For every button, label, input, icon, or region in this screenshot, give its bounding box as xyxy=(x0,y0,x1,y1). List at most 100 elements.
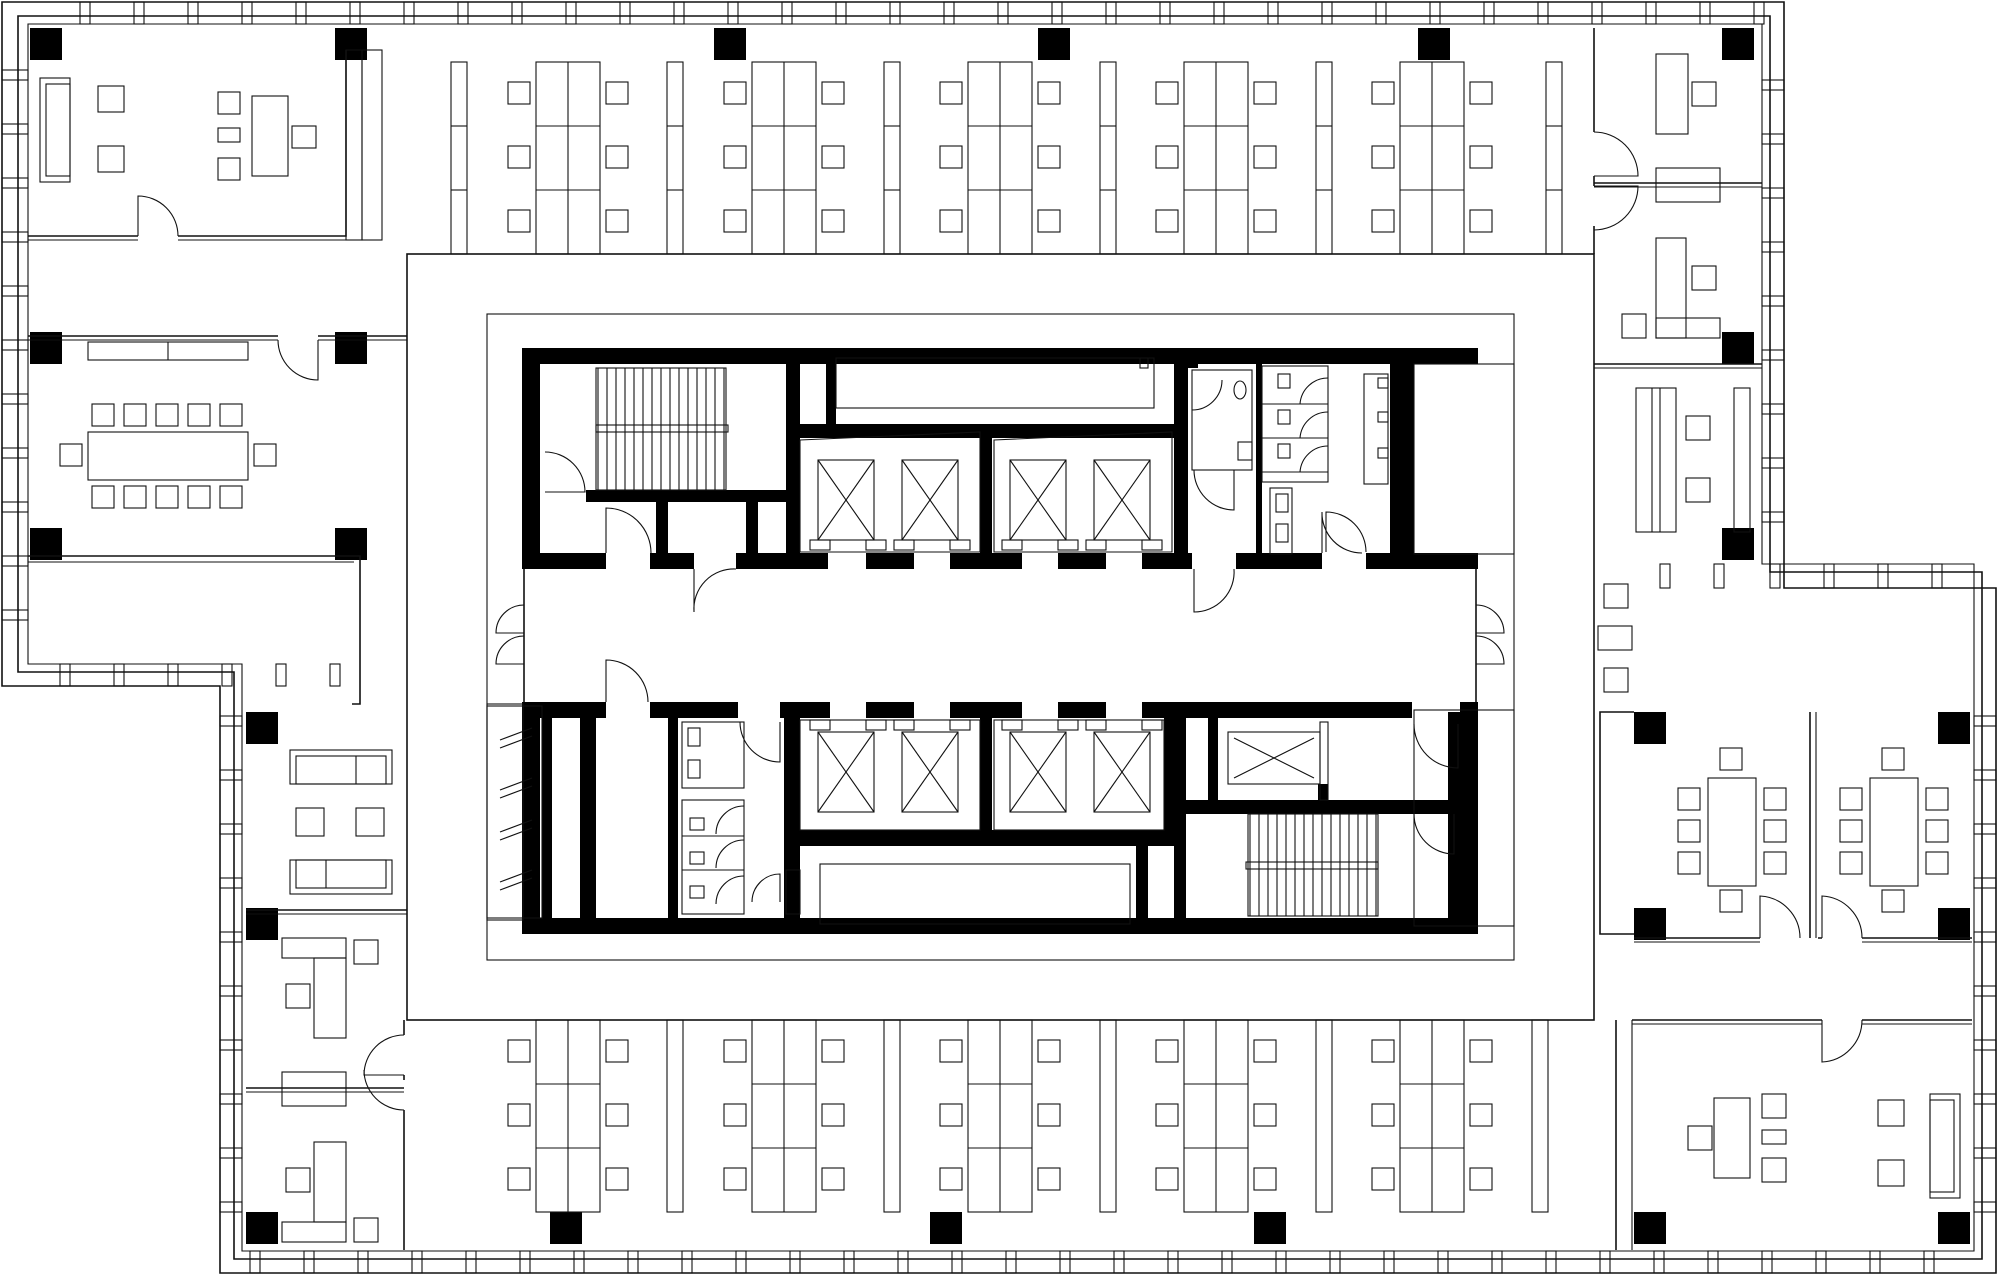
chair xyxy=(723,1103,747,1127)
chair xyxy=(507,1167,531,1191)
mullion xyxy=(1931,563,1943,589)
partition xyxy=(883,61,901,255)
mullion xyxy=(573,1250,585,1274)
mullion xyxy=(1005,1250,1017,1274)
sofa xyxy=(1929,1093,1961,1199)
chair xyxy=(1719,889,1743,913)
mullion xyxy=(133,1,145,25)
mullion xyxy=(943,1,955,25)
mullion xyxy=(1659,563,1671,589)
meeting-table xyxy=(1869,777,1919,887)
chair xyxy=(1155,81,1179,105)
toilet-icon xyxy=(1277,373,1291,389)
mullion xyxy=(167,663,179,687)
mullion xyxy=(1923,1250,1935,1274)
mullion xyxy=(1267,1,1279,25)
chair xyxy=(507,1103,531,1127)
chair xyxy=(353,1217,379,1243)
chair xyxy=(1253,145,1277,169)
chair xyxy=(1155,209,1179,233)
mullion xyxy=(1221,1250,1233,1274)
mullion xyxy=(1,69,29,81)
chair xyxy=(1685,477,1711,503)
mullion xyxy=(1973,1093,1997,1105)
chair xyxy=(1763,787,1787,811)
mullion xyxy=(1,609,29,621)
door xyxy=(1759,895,1801,939)
mullion xyxy=(219,823,243,835)
column xyxy=(246,908,278,940)
mullion xyxy=(219,877,243,889)
mullion xyxy=(1,177,29,189)
mullion xyxy=(1,447,29,459)
mullion xyxy=(219,715,243,727)
sofa xyxy=(289,859,393,895)
chair xyxy=(123,485,147,509)
mullion xyxy=(1591,1,1603,25)
chair xyxy=(939,81,963,105)
chair xyxy=(821,145,845,169)
chair xyxy=(723,1167,747,1191)
mullion xyxy=(1823,563,1835,589)
mullion xyxy=(1761,511,1785,523)
chair xyxy=(1677,787,1701,811)
toilet-icon xyxy=(689,851,705,865)
chair xyxy=(1687,1125,1713,1151)
meeting-table xyxy=(1707,777,1757,887)
chair xyxy=(291,125,317,149)
mullion xyxy=(275,663,287,687)
mullion xyxy=(1973,1039,1997,1051)
partition xyxy=(1315,1019,1333,1213)
mullion xyxy=(403,1,415,25)
chair xyxy=(1881,747,1905,771)
chair xyxy=(605,81,629,105)
mullion xyxy=(219,985,243,997)
office-furniture xyxy=(39,53,1961,1243)
chair xyxy=(1761,1157,1787,1183)
chair xyxy=(1881,889,1905,913)
mullion xyxy=(1,339,29,351)
chair xyxy=(285,1167,311,1193)
mullion xyxy=(219,1201,243,1213)
door xyxy=(1321,511,1363,554)
door xyxy=(739,721,781,763)
chair xyxy=(1037,1103,1061,1127)
mullion xyxy=(219,1039,243,1051)
toilet-icon xyxy=(1277,443,1291,459)
door xyxy=(1593,131,1639,177)
mullion xyxy=(1769,563,1781,589)
building-core xyxy=(522,348,1478,934)
chair xyxy=(1925,787,1949,811)
chair xyxy=(605,1103,629,1127)
chair xyxy=(1761,1093,1787,1119)
partition xyxy=(1545,61,1563,255)
chair xyxy=(1371,1103,1395,1127)
chair xyxy=(1839,787,1863,811)
chair xyxy=(217,91,241,115)
chair xyxy=(723,1039,747,1063)
door xyxy=(715,875,745,905)
door xyxy=(1193,469,1235,511)
meeting-chairs-left xyxy=(59,403,277,509)
chair xyxy=(939,145,963,169)
door xyxy=(715,805,745,835)
chair xyxy=(1603,583,1629,609)
mullion xyxy=(1375,1,1387,25)
chair xyxy=(605,1167,629,1191)
door-swings xyxy=(137,131,1863,1111)
mullion xyxy=(1491,1250,1503,1274)
chair xyxy=(1155,1167,1179,1191)
mullion xyxy=(1761,79,1785,91)
mullion xyxy=(1,501,29,513)
mullion xyxy=(1973,1201,1997,1213)
desk xyxy=(251,95,289,177)
desk xyxy=(313,1141,347,1223)
mullion xyxy=(1761,187,1785,199)
chair xyxy=(253,443,277,467)
column xyxy=(335,528,367,560)
toilet-icon xyxy=(1277,409,1291,425)
desk xyxy=(313,957,347,1039)
mullion xyxy=(249,1250,261,1274)
mullion xyxy=(835,1,847,25)
column xyxy=(550,1212,582,1244)
